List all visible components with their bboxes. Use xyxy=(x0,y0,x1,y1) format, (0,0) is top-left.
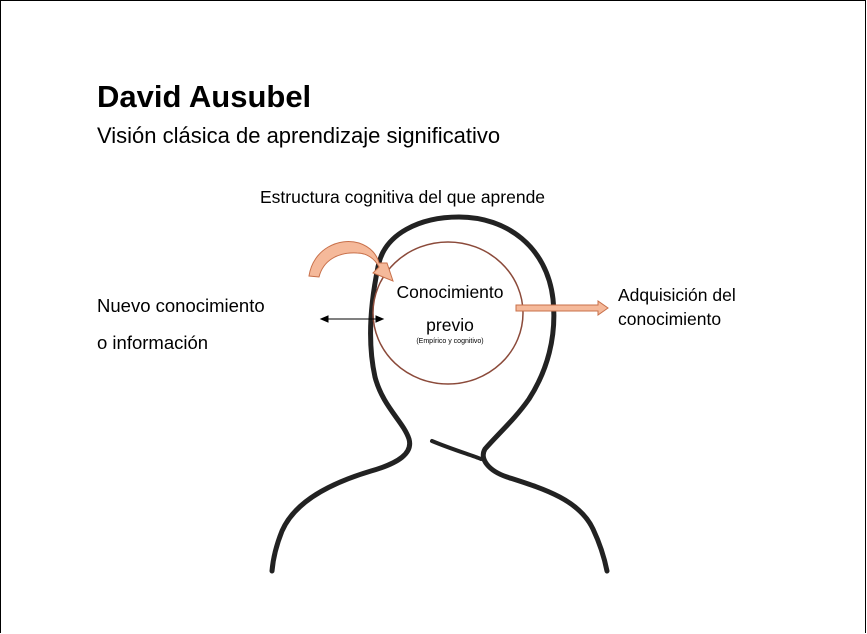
acquisition-label: Adquisición del conocimiento xyxy=(618,283,736,331)
prior-knowledge-circle xyxy=(372,241,524,385)
prior-knowledge-line2: previo xyxy=(426,315,474,335)
acquisition-line2: conocimiento xyxy=(618,309,722,329)
acquisition-line1: Adquisición del xyxy=(618,285,736,305)
neck-line xyxy=(430,439,483,461)
new-knowledge-line2: o información xyxy=(97,332,209,353)
prior-knowledge-note: (Empírico y cognitivo) xyxy=(416,338,484,345)
head-outline xyxy=(375,214,610,574)
structure-label: Estructura cognitiva del que aprende xyxy=(260,187,546,207)
prior-knowledge-label: Conocimiento previo (Empírico y cognitiv… xyxy=(373,280,527,347)
slide-title: David Ausubel xyxy=(97,79,312,114)
head-outline-left xyxy=(269,264,413,574)
new-knowledge-label: Nuevo conocimiento o información xyxy=(97,287,265,361)
double-arrow xyxy=(319,315,385,323)
curved-arrow xyxy=(308,241,394,282)
prior-knowledge-line1: Conocimiento xyxy=(396,282,504,302)
right-arrow xyxy=(515,300,609,316)
new-knowledge-line1: Nuevo conocimiento xyxy=(97,295,265,316)
slide-subtitle: Visión clásica de aprendizaje significat… xyxy=(97,123,501,148)
